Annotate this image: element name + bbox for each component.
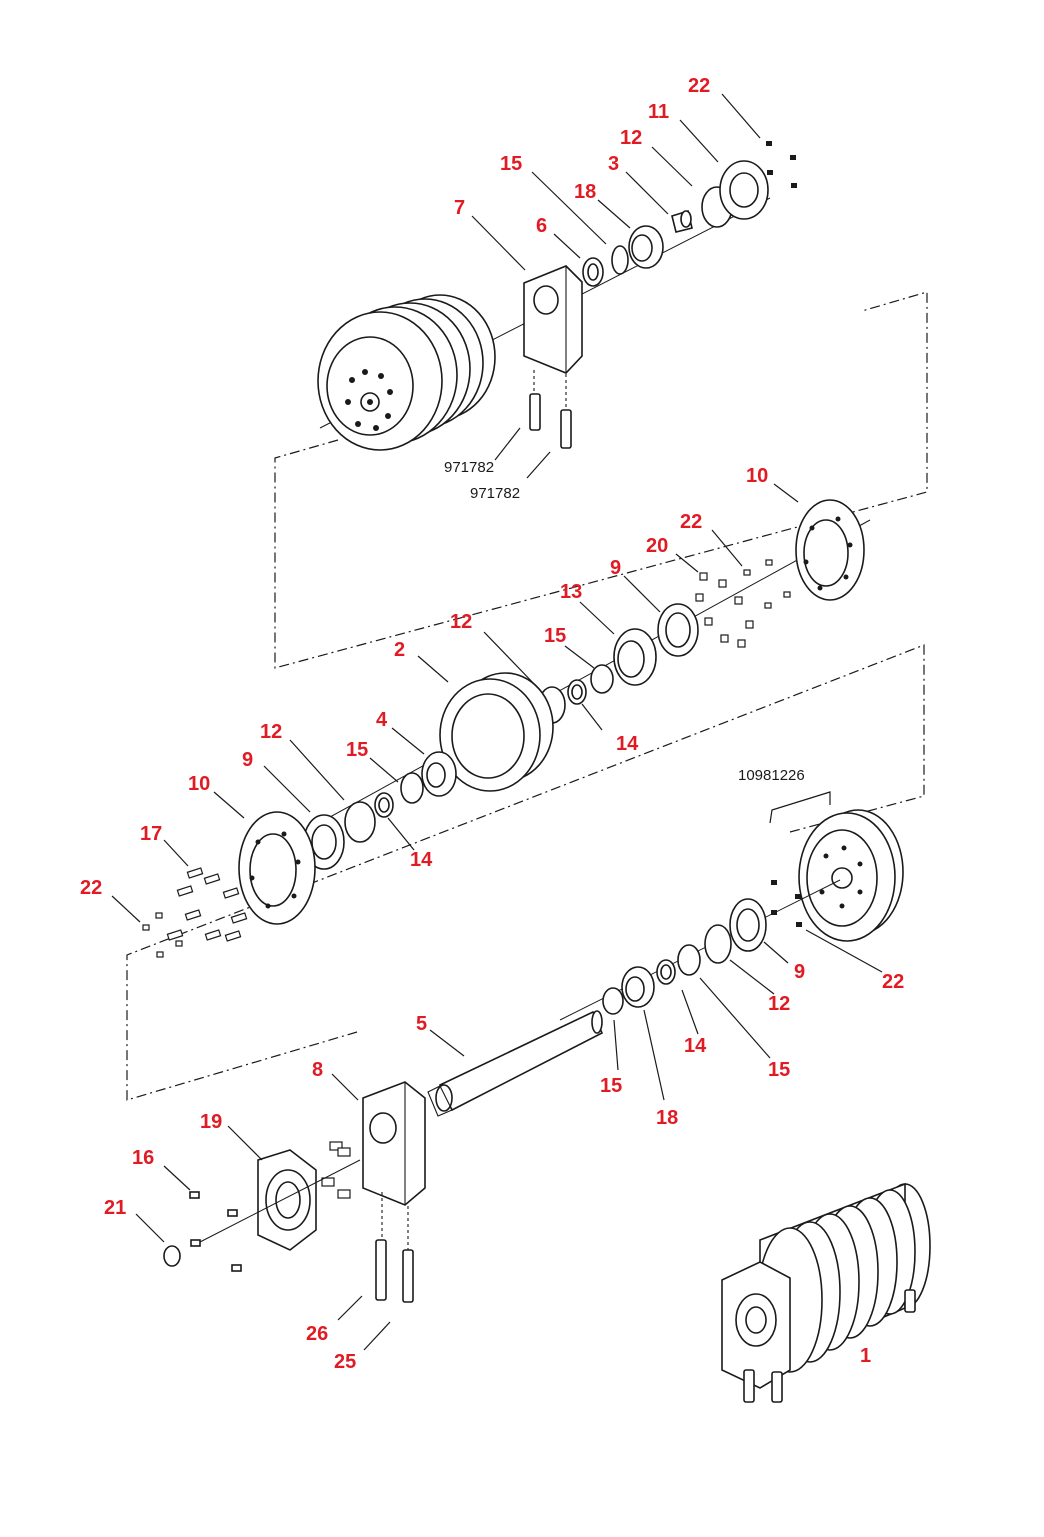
pulley-10981226 bbox=[769, 791, 904, 942]
flange-10-left bbox=[238, 811, 316, 925]
fittings bbox=[321, 1141, 351, 1199]
callout-15-right: 15 bbox=[768, 1059, 790, 1081]
callout-9-left: 9 bbox=[242, 749, 253, 771]
part-number-pulley: 10981226 bbox=[738, 767, 805, 784]
callout-12-right: 12 bbox=[768, 993, 790, 1015]
cap-21-and-screws-16 bbox=[163, 1191, 242, 1272]
callout-4: 4 bbox=[376, 709, 388, 731]
callout-20: 20 bbox=[646, 535, 668, 557]
flange-10-upper bbox=[795, 499, 865, 601]
nuts-and-screws-mid bbox=[695, 559, 791, 648]
lower-axis-line bbox=[559, 879, 841, 1021]
callout-16: 16 bbox=[132, 1147, 154, 1169]
part-number-bolt-b: 971782 bbox=[470, 485, 520, 502]
top-small-parts bbox=[582, 141, 797, 287]
callout-12-mid: 12 bbox=[450, 611, 472, 633]
grooved-drum-top bbox=[317, 294, 496, 451]
adapter-flange-19 bbox=[199, 1149, 361, 1251]
callout-15-top: 15 bbox=[500, 153, 522, 175]
callout-15-left: 15 bbox=[346, 739, 368, 761]
callout-22-right: 22 bbox=[882, 971, 904, 993]
callout-22-left: 22 bbox=[80, 877, 102, 899]
callout-14-mid: 14 bbox=[616, 733, 639, 755]
callout-11: 11 bbox=[648, 101, 669, 123]
callout-9-right: 9 bbox=[794, 961, 805, 983]
callout-13: 13 bbox=[560, 581, 582, 603]
callout-15-mid: 15 bbox=[544, 625, 566, 647]
callout-19: 19 bbox=[200, 1111, 222, 1133]
callout-22-top: 22 bbox=[688, 75, 710, 97]
callout-6: 6 bbox=[536, 215, 547, 237]
assembly-guide-lines bbox=[126, 291, 928, 1101]
callout-14-left: 14 bbox=[410, 849, 433, 871]
lower-right-stack bbox=[602, 880, 802, 1015]
callout-14-right: 14 bbox=[684, 1035, 707, 1057]
callout-7: 7 bbox=[454, 197, 465, 219]
callout-9-mid: 9 bbox=[610, 557, 621, 579]
callout-22-mid: 22 bbox=[680, 511, 702, 533]
assembled-unit-1 bbox=[721, 1182, 931, 1403]
callout-8: 8 bbox=[312, 1059, 323, 1081]
callout-leaders bbox=[111, 93, 883, 1351]
callout-21: 21 bbox=[104, 1197, 126, 1219]
callout-2: 2 bbox=[394, 639, 405, 661]
callout-10-upper: 10 bbox=[746, 465, 768, 487]
callout-1: 1 bbox=[860, 1345, 871, 1367]
callout-5: 5 bbox=[416, 1013, 427, 1035]
callout-12-left: 12 bbox=[260, 721, 282, 743]
callout-15-low: 15 bbox=[600, 1075, 622, 1097]
bolts-971782 bbox=[494, 393, 572, 479]
callout-25: 25 bbox=[334, 1351, 356, 1373]
callout-18-top: 18 bbox=[574, 181, 596, 203]
callout-26: 26 bbox=[306, 1323, 328, 1345]
callout-18-low: 18 bbox=[656, 1107, 678, 1129]
callout-17: 17 bbox=[140, 823, 162, 845]
bolts-17-left bbox=[142, 867, 248, 958]
callout-10-left: 10 bbox=[188, 773, 210, 795]
callout-12-top: 12 bbox=[620, 127, 642, 149]
middle-stack-parts bbox=[303, 603, 699, 870]
part-number-bolt-a: 971782 bbox=[444, 459, 494, 476]
callout-labels: 22 11 12 3 15 18 7 6 971782 971782 10 22… bbox=[80, 75, 904, 1373]
callout-3: 3 bbox=[608, 153, 619, 175]
pillow-block-7 bbox=[523, 265, 583, 408]
housing-8 bbox=[362, 1081, 426, 1303]
shaft-5 bbox=[427, 1010, 604, 1117]
